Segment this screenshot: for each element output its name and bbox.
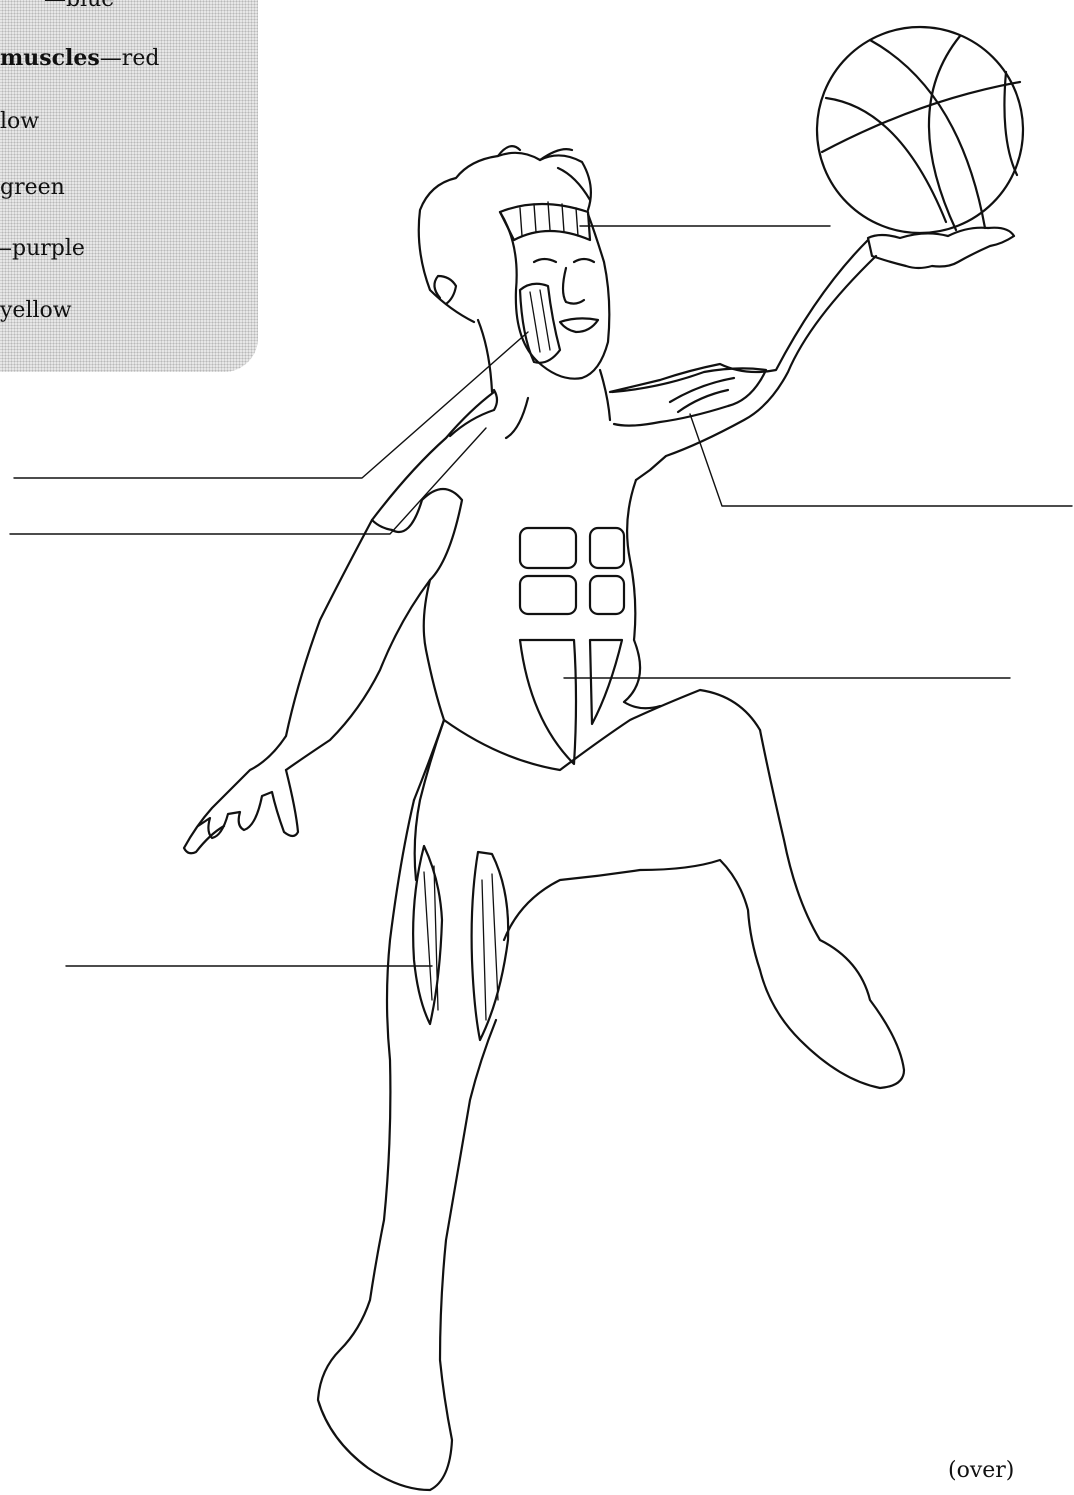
ear bbox=[434, 276, 456, 304]
face-muscle-fibers bbox=[530, 290, 550, 352]
left-leg-outer bbox=[318, 800, 496, 1490]
right-eye bbox=[574, 259, 594, 262]
torso-right bbox=[624, 480, 660, 708]
neck bbox=[478, 320, 610, 420]
upper-arm-muscle-label-line[interactable] bbox=[690, 414, 1072, 506]
label-lines bbox=[10, 226, 1072, 966]
nose bbox=[563, 268, 584, 304]
basketball bbox=[817, 27, 1023, 233]
torso-left bbox=[392, 489, 462, 800]
raised-hand bbox=[868, 228, 1014, 268]
lowered-hand bbox=[198, 770, 298, 838]
lowered-arm bbox=[184, 520, 372, 853]
shoulder-left bbox=[372, 392, 494, 530]
face-muscle-label-line[interactable] bbox=[14, 332, 528, 478]
lowered-arm-inner bbox=[286, 580, 430, 770]
thigh-muscle-right bbox=[472, 852, 509, 1040]
hair-strands bbox=[498, 146, 590, 200]
raised-leg bbox=[504, 730, 904, 1088]
over-note: (over) bbox=[948, 1458, 1014, 1483]
abdominal-muscle bbox=[520, 528, 624, 764]
chest-line bbox=[506, 398, 528, 438]
upper-arm-muscle bbox=[612, 368, 766, 425]
face-outline bbox=[500, 212, 609, 379]
neck-muscle bbox=[450, 390, 497, 436]
left-eye bbox=[534, 259, 556, 262]
mouth bbox=[560, 318, 598, 332]
head-outline bbox=[419, 153, 591, 322]
